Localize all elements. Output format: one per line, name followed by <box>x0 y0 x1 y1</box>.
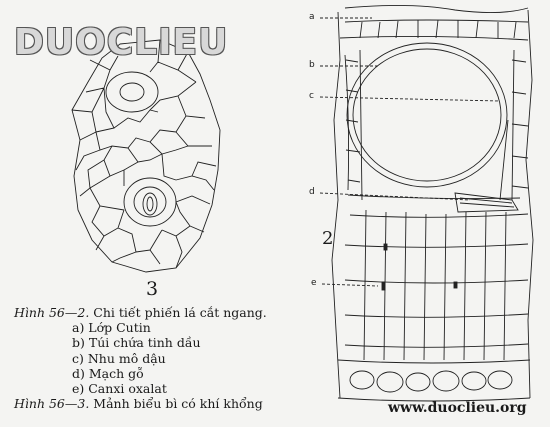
marker-b-label: b <box>309 60 315 70</box>
caption-fig3-title: Mảnh biểu bì có khí khổng <box>93 396 263 412</box>
caption-fig3-prefix: Hình 56—3. <box>14 396 90 412</box>
figure-3-number: 3 <box>146 278 159 300</box>
caption-fig2-prefix: Hình 56—2. <box>14 305 90 320</box>
caption-item: c) Nhu mô dậu <box>72 350 166 366</box>
watermark-logo: DUOCLIEU <box>14 22 229 63</box>
figure-caption: Hình 56—2. Chi tiết phiến lá cắt ngang. … <box>14 305 267 411</box>
marker-a-label: a <box>309 12 315 22</box>
caption-item: e) Canxi oxalat <box>72 381 167 397</box>
leaf-cross-section-drawing <box>331 4 534 402</box>
caption-item: d) Mạch gỗ <box>72 365 144 381</box>
marker-c-label: c <box>309 91 314 101</box>
caption-item: a) Lớp Cutin <box>72 320 151 336</box>
caption-fig3-line: Hình 56—3. Mảnh biểu bì có khí khổng <box>14 396 267 411</box>
caption-item: b) Túi chứa tinh dầu <box>72 335 201 351</box>
caption-fig2-title: Chi tiết phiến lá cắt ngang. <box>93 305 267 320</box>
caption-fig2-line: Hình 56—2. Chi tiết phiến lá cắt ngang. <box>14 305 267 320</box>
marker-arrows <box>319 17 501 287</box>
figure-2-number: 2 <box>322 228 334 249</box>
epidermis-stoma-drawing <box>71 39 221 273</box>
marker-d-label: d <box>309 187 315 197</box>
marker-e-label: e <box>311 278 317 288</box>
website-watermark: www.duoclieu.org <box>388 400 527 416</box>
